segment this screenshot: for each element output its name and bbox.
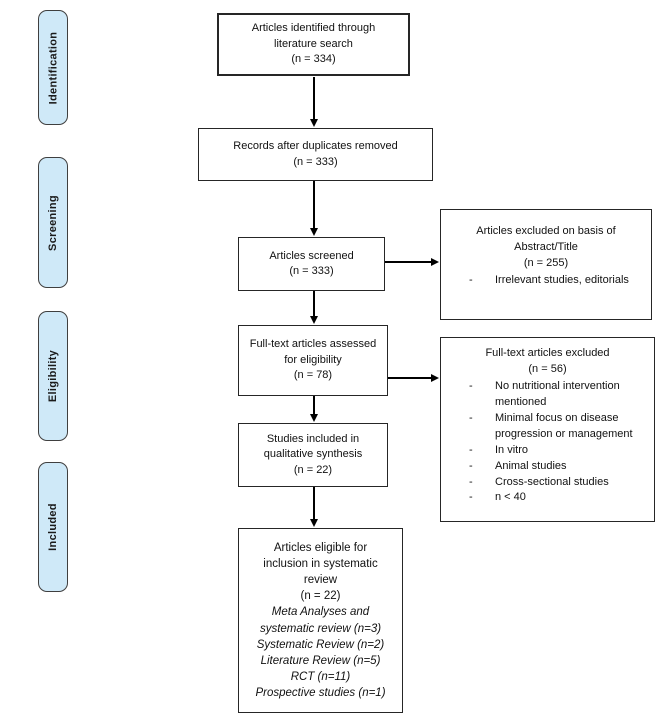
- box-articles-screened-text: Articles screened (n = 333): [269, 249, 354, 277]
- list-item: - n < 40: [445, 490, 650, 506]
- arrow-qualitative-to-eligible: [309, 487, 319, 527]
- arrow-line: [388, 377, 433, 379]
- list-item-text: n < 40: [495, 491, 526, 504]
- box-articles-identified-text: Articles identified through literature s…: [251, 22, 376, 66]
- arrow-line: [313, 396, 315, 416]
- box-articles-identified: Articles identified through literature s…: [217, 13, 410, 76]
- arrow-line: [385, 261, 433, 263]
- box-eligible-breakdown-text: Meta Analyses and systematic review (n=3…: [255, 606, 386, 699]
- stage-included-label: Included: [47, 503, 59, 551]
- stage-eligibility-label: Eligibility: [47, 349, 60, 403]
- list-item: - Animal studies: [445, 459, 650, 475]
- arrow-head-down-icon: [309, 316, 318, 324]
- list-item-text: No nutritional intervention mentioned: [495, 379, 620, 408]
- box-records-after-duplicates: Records after duplicates removed (n = 33…: [198, 128, 433, 181]
- box-records-after-duplicates-text: Records after duplicates removed (n = 33…: [233, 140, 398, 168]
- box-articles-screened: Articles screened (n = 333): [238, 237, 385, 291]
- bullet-dash: -: [469, 491, 473, 504]
- stage-included: Included: [38, 462, 68, 592]
- bullet-dash: -: [469, 459, 473, 472]
- arrow-dedup-to-screened: [309, 181, 319, 236]
- arrow-head-right-icon: [431, 373, 439, 382]
- fulltext-excluded-list: - No nutritional intervention mentioned …: [445, 379, 650, 507]
- stage-screening-label: Screening: [47, 194, 60, 251]
- bullet-dash: -: [469, 443, 473, 456]
- arrow-head-right-icon: [431, 257, 439, 266]
- arrow-identified-to-dedup: [309, 77, 319, 127]
- arrow-head-down-icon: [309, 119, 318, 127]
- arrow-fulltext-to-qualitative: [309, 396, 319, 422]
- box-fulltext-excluded: Full-text articles excluded (n = 56) - N…: [440, 337, 655, 522]
- box-fulltext-assessed-text: Full-text articles assessed for eligibil…: [249, 338, 377, 382]
- arrow-line: [313, 487, 315, 521]
- bullet-dash: -: [469, 411, 473, 424]
- bullet-dash: -: [469, 273, 473, 286]
- stage-identification-label: Identification: [47, 31, 59, 104]
- list-item: - No nutritional intervention mentioned: [445, 379, 650, 411]
- list-item: - Minimal focus on disease progression o…: [445, 411, 650, 443]
- box-fulltext-excluded-heading: Full-text articles excluded (n = 56): [485, 347, 610, 375]
- arrow-head-down-icon: [309, 414, 318, 422]
- bullet-dash: -: [469, 475, 473, 488]
- stage-eligibility: Eligibility: [38, 311, 68, 441]
- box-excluded-abstract-title: Articles excluded on basis of Abstract/T…: [440, 209, 652, 320]
- box-eligible-header-text: Articles eligible for inclusion in syste…: [263, 542, 378, 603]
- arrow-screened-to-excluded: [385, 257, 439, 267]
- box-qualitative-synthesis: Studies included in qualitative synthesi…: [238, 423, 388, 487]
- list-item-text: Minimal focus on disease progression or …: [495, 411, 633, 440]
- list-item: - In vitro: [445, 443, 650, 459]
- list-item-text: In vitro: [495, 443, 529, 456]
- box-eligible-for-review: Articles eligible for inclusion in syste…: [238, 528, 403, 713]
- bullet-dash: -: [469, 379, 473, 392]
- list-item-text: Cross-sectional studies: [495, 475, 609, 488]
- arrow-screened-to-fulltext: [309, 291, 319, 324]
- arrow-head-down-icon: [309, 228, 318, 236]
- list-item-text: Irrelevant studies, editorials: [495, 273, 629, 286]
- arrow-fulltext-to-excluded: [388, 373, 439, 383]
- box-excluded-abstract-title-heading: Articles excluded on basis of Abstract/T…: [476, 225, 616, 269]
- excluded-abstract-title-list: - Irrelevant studies, editorials: [445, 273, 647, 289]
- arrow-line: [313, 181, 315, 230]
- arrow-line: [313, 291, 315, 318]
- list-item: - Irrelevant studies, editorials: [445, 273, 647, 289]
- stage-identification: Identification: [38, 10, 68, 125]
- list-item-text: Animal studies: [495, 459, 567, 472]
- arrow-head-down-icon: [309, 519, 318, 527]
- arrow-line: [313, 77, 315, 121]
- list-item: - Cross-sectional studies: [445, 475, 650, 491]
- box-fulltext-assessed: Full-text articles assessed for eligibil…: [238, 325, 388, 396]
- stage-screening: Screening: [38, 157, 68, 288]
- box-qualitative-synthesis-text: Studies included in qualitative synthesi…: [263, 432, 363, 476]
